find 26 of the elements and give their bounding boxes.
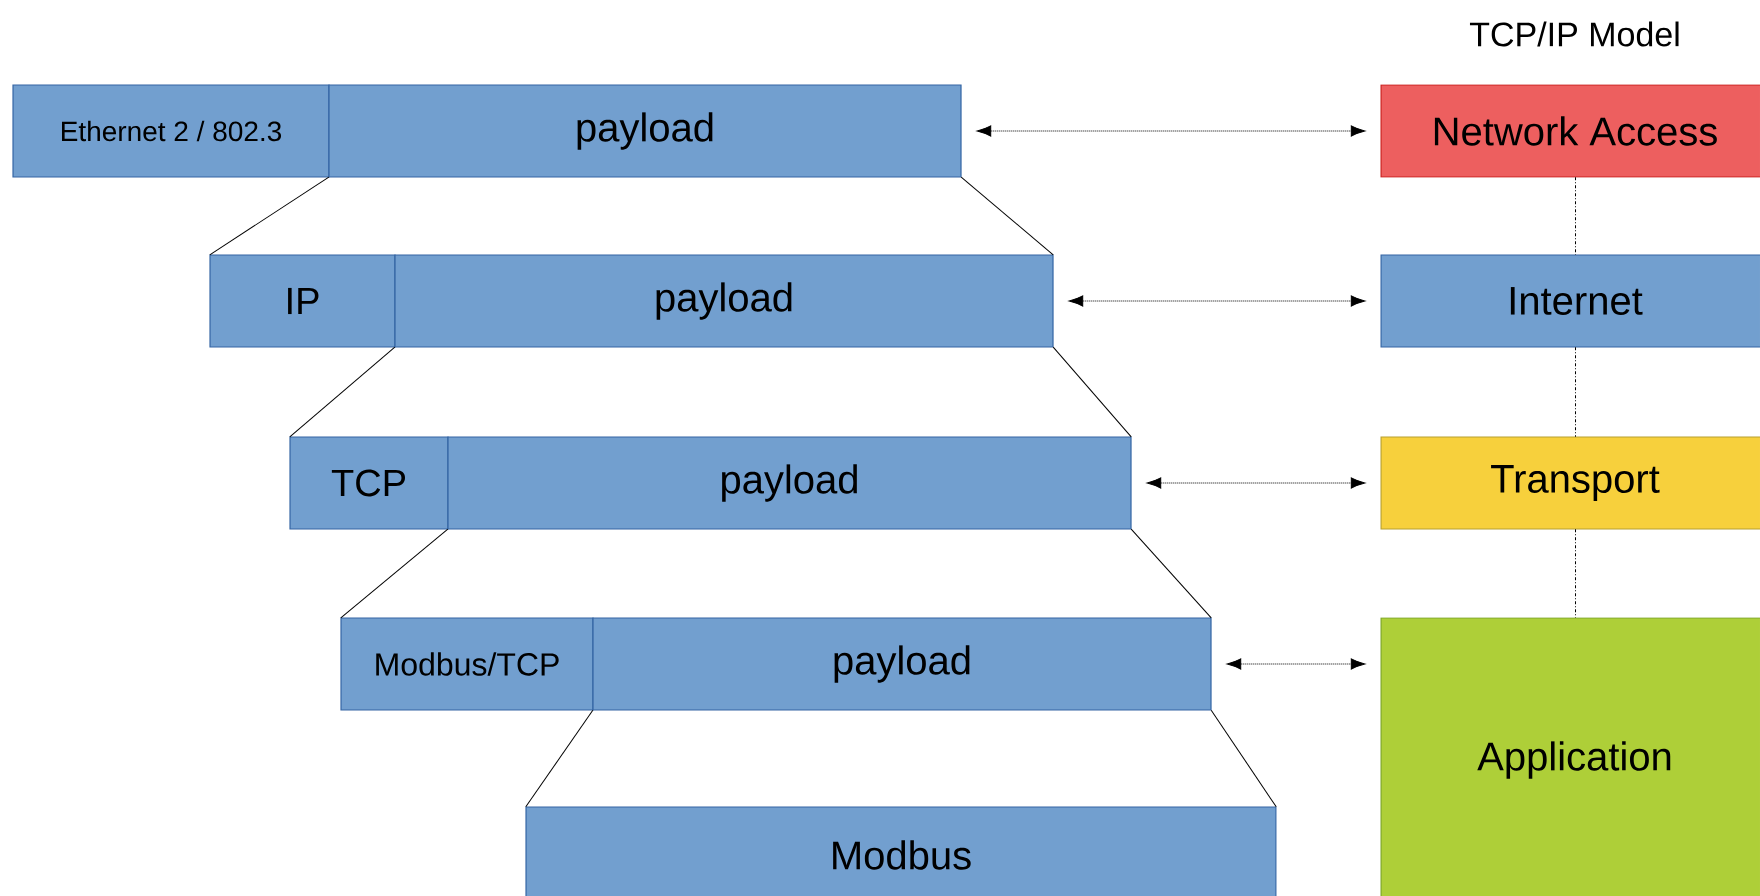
connector-line xyxy=(1575,528,1576,619)
arrow xyxy=(1146,477,1366,489)
header-box: Ethernet 2 / 802.3 xyxy=(12,84,330,178)
connector-line xyxy=(1575,176,1576,256)
layer-box: Internet xyxy=(1380,254,1760,348)
connector-line xyxy=(1210,709,1277,808)
header-box: IP xyxy=(209,254,396,348)
connector-line xyxy=(209,176,330,256)
heading: TCP/IP Model xyxy=(1469,21,1679,47)
connector-line xyxy=(960,176,1054,256)
connector-line xyxy=(289,346,396,438)
protocol-box: Modbus xyxy=(525,806,1277,896)
connector-line xyxy=(1575,346,1576,438)
arrow xyxy=(976,125,1366,137)
arrow xyxy=(1068,295,1366,307)
layer-box: Application xyxy=(1380,617,1760,896)
header-box: Modbus/TCP xyxy=(340,617,594,711)
connector-line xyxy=(1052,346,1132,438)
arrow xyxy=(1226,658,1366,670)
connector-line xyxy=(525,709,594,808)
payload-box: payload xyxy=(328,84,962,178)
connector-line xyxy=(340,528,449,619)
connector-line xyxy=(1130,528,1212,619)
header-box: TCP xyxy=(289,436,449,530)
layer-box: Network Access xyxy=(1380,84,1760,178)
layer-box: Transport xyxy=(1380,436,1760,530)
